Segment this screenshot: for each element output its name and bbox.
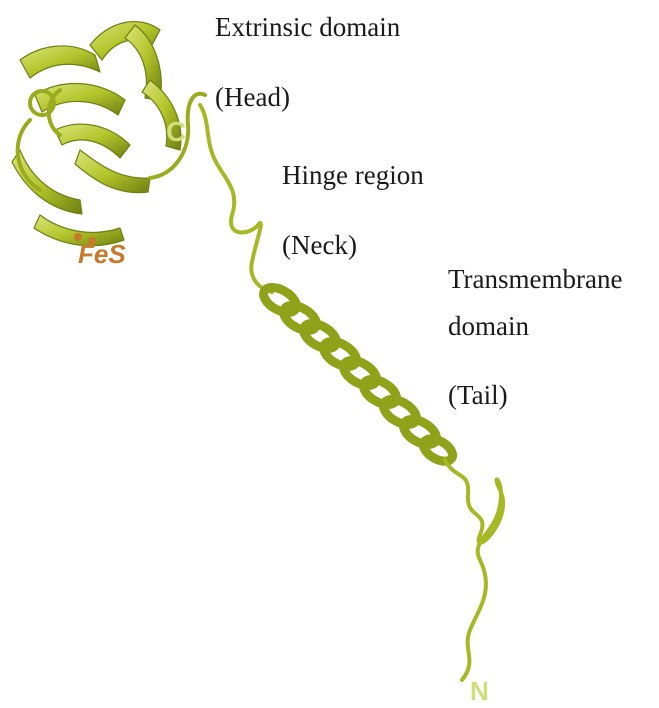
- neck-region-title: Hinge region: [282, 162, 424, 189]
- head-domain-subtitle: (Head): [215, 84, 290, 111]
- tail-domain-title-line1: Transmembrane: [448, 266, 622, 293]
- head-domain: [12, 22, 181, 246]
- n-terminus-label: N: [470, 678, 489, 704]
- neck-region-subtitle: (Neck): [282, 232, 357, 259]
- tail-domain-subtitle: (Tail): [448, 382, 508, 409]
- neck-loop: [200, 105, 272, 292]
- n-terminal-coil: [445, 460, 503, 680]
- tail-domain-title-line2: domain: [448, 313, 529, 340]
- fes-label: FeS: [78, 241, 126, 267]
- c-terminus-label: C: [166, 118, 186, 146]
- tail-helix: [259, 282, 456, 465]
- head-domain-title: Extrinsic domain: [215, 14, 400, 41]
